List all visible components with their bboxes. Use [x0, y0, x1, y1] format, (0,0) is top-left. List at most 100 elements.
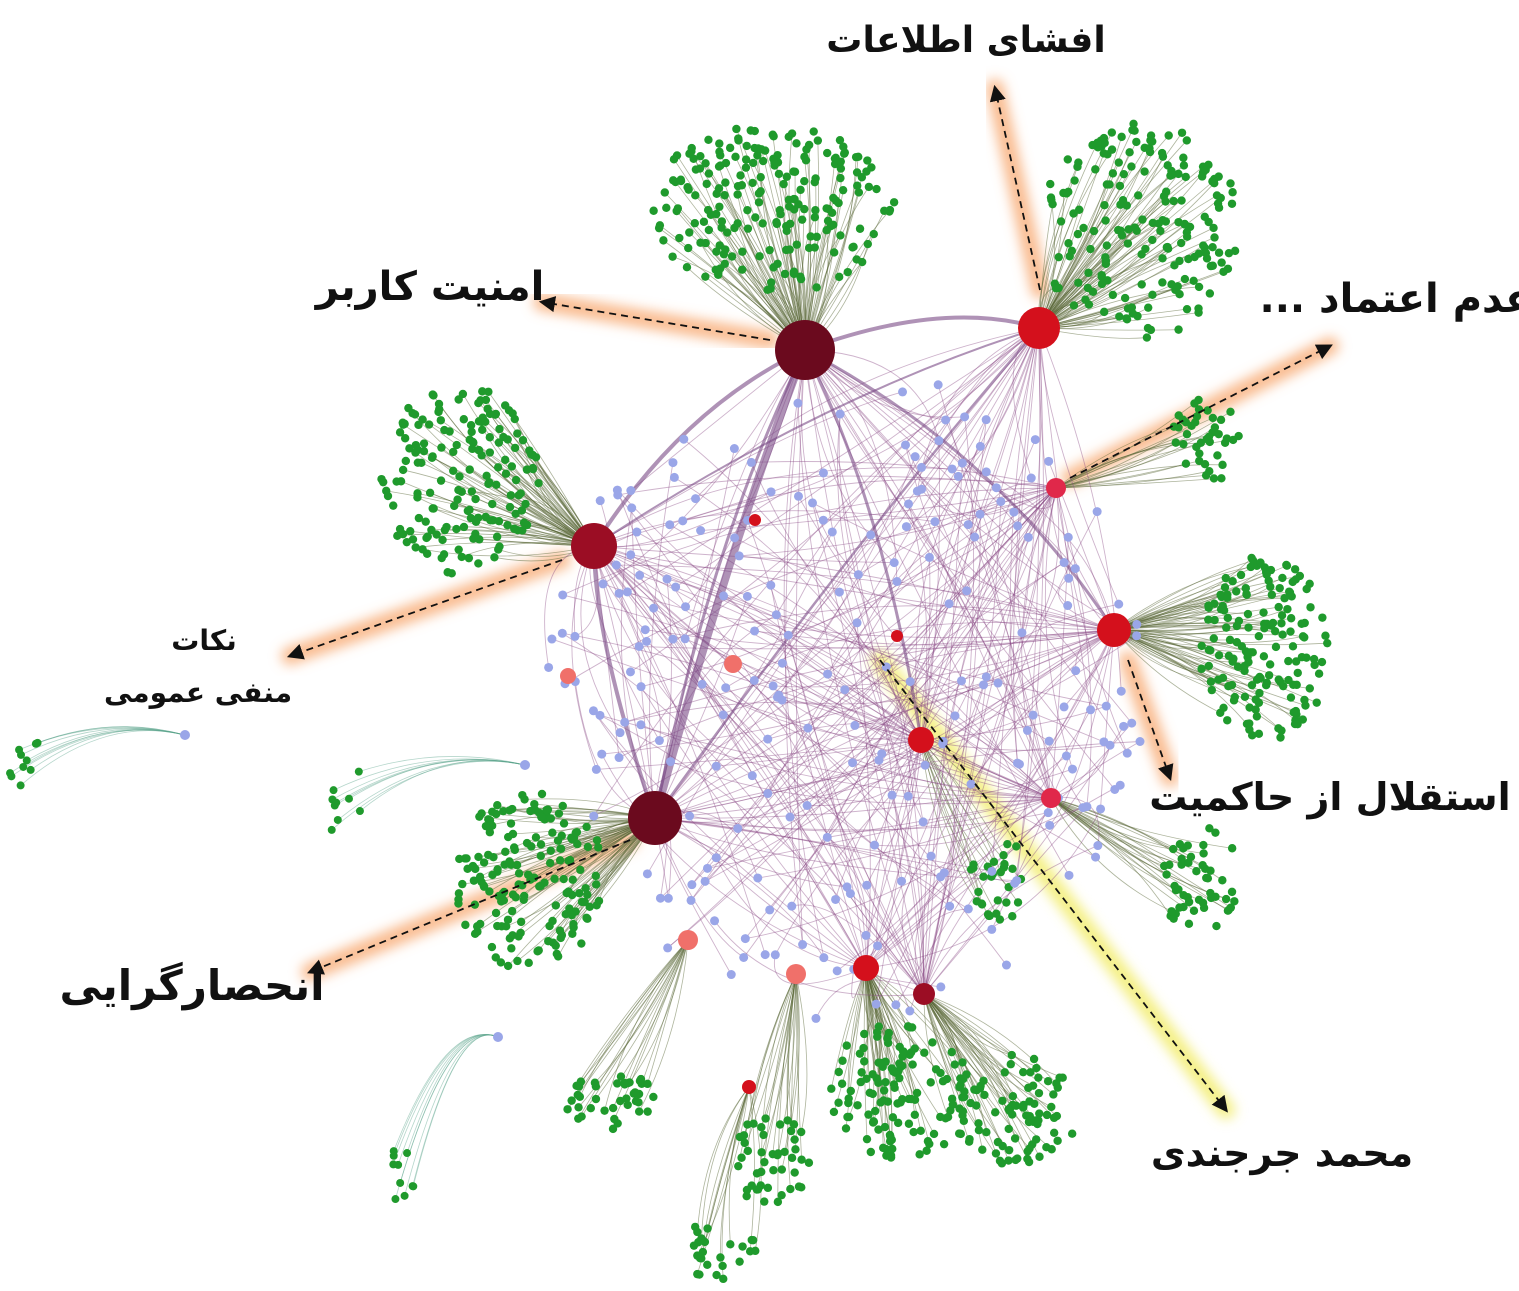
leaf-node — [1292, 680, 1301, 690]
leaf-node — [804, 140, 814, 150]
leaf-node — [546, 846, 555, 855]
intermediate-node — [668, 458, 678, 468]
graph-edge — [627, 327, 1040, 593]
graph-edge — [624, 701, 922, 741]
intermediate-node — [987, 866, 997, 876]
fan-edge — [1038, 169, 1206, 329]
graph-edge — [734, 537, 1115, 631]
leaf-node — [1026, 1068, 1035, 1077]
graph-edge — [909, 681, 1052, 799]
leaf-node — [514, 932, 523, 941]
graph-edge — [923, 501, 1002, 995]
leaf-node — [511, 509, 520, 518]
leaf-node — [734, 134, 743, 143]
graph-edge — [782, 662, 922, 741]
leaf-node — [1073, 229, 1083, 239]
intermediate-node — [853, 570, 863, 580]
graph-edge — [895, 629, 1115, 1006]
leaf-node — [401, 456, 411, 466]
fan-edge — [638, 939, 689, 1112]
leaf-node — [735, 1257, 744, 1266]
leaf-node — [829, 1107, 839, 1117]
intermediate-node — [520, 760, 530, 770]
leaf-node — [1232, 587, 1241, 596]
intermediate-node — [862, 880, 872, 890]
leaf-node — [675, 233, 684, 243]
leaf-node — [1070, 176, 1079, 185]
intermediate-node — [721, 683, 731, 693]
intermediate-node — [1132, 631, 1142, 641]
graph-edge — [777, 327, 1040, 698]
fan-edge — [1038, 184, 1108, 329]
graph-edge — [806, 487, 1057, 806]
leaf-node — [511, 475, 521, 485]
graph-edge — [1055, 487, 1128, 754]
leaf-node — [1286, 693, 1296, 702]
intermediate-node — [636, 720, 646, 730]
fan-edge — [865, 967, 941, 1118]
graph-edge — [593, 327, 1040, 817]
leaf-node — [1204, 603, 1213, 612]
leaf-node — [600, 1106, 609, 1115]
leaf-node — [1277, 611, 1287, 620]
graph-edge — [672, 605, 1115, 640]
intermediate-node — [558, 590, 568, 600]
graph-edge — [865, 808, 1101, 969]
leaf-node — [742, 1191, 751, 1201]
fan-edge — [923, 993, 1058, 1117]
graph-edge — [601, 629, 1115, 755]
leaf-node — [985, 911, 994, 921]
leaf-node — [1218, 673, 1228, 683]
leaf-node — [991, 1149, 1001, 1158]
leaf-node — [1137, 280, 1146, 289]
leaf-node — [1207, 685, 1217, 695]
leaf-node — [1302, 584, 1311, 594]
intermediate-node — [1013, 521, 1023, 531]
graph-edge — [925, 327, 1040, 733]
leaf-node — [792, 139, 801, 148]
teal-edge — [348, 759, 526, 800]
graph-edge — [870, 327, 1040, 536]
leaf-node — [755, 252, 764, 261]
intermediate-node — [634, 641, 644, 651]
leaf-node — [1029, 1054, 1039, 1064]
leaf-node — [780, 1147, 789, 1157]
intermediate-node — [765, 905, 775, 915]
intermediate-node — [1127, 718, 1137, 728]
leaf-node — [458, 879, 467, 889]
intermediate-node — [834, 587, 844, 597]
leaf-node — [717, 217, 727, 226]
leaf-node — [437, 443, 446, 452]
leaf-node — [938, 1077, 948, 1086]
leaf-node — [512, 860, 522, 870]
graph-edge — [930, 629, 1115, 857]
graph-edge — [593, 487, 1057, 817]
graph-edge — [654, 534, 872, 819]
leaf-node — [479, 858, 489, 867]
leaf-node — [1203, 406, 1212, 415]
intermediate-node — [823, 669, 833, 679]
intermediate-node — [963, 904, 973, 914]
leaf-node — [559, 819, 569, 828]
graph-edge — [905, 444, 1052, 799]
graph-edge — [593, 545, 669, 899]
leaf-node — [410, 410, 420, 419]
leaf-node — [1157, 148, 1167, 158]
leaf-node — [509, 843, 519, 852]
leaf-node — [573, 839, 582, 849]
leaf-node — [1007, 1050, 1016, 1060]
leaf-node — [775, 205, 785, 215]
leaf-node — [689, 1241, 699, 1250]
leaf-node — [872, 1032, 882, 1041]
graph-edge — [901, 855, 932, 995]
leaf-node — [519, 895, 528, 904]
leaf-node — [582, 913, 591, 923]
leaf-node — [1025, 1144, 1034, 1153]
leaf-node — [1291, 575, 1300, 584]
fan-edge — [1038, 141, 1137, 329]
leaf-node — [1216, 708, 1225, 718]
intermediate-node — [626, 486, 636, 496]
leaf-node — [414, 513, 424, 523]
fan-edge — [1055, 427, 1216, 489]
leaf-node — [1163, 161, 1172, 170]
